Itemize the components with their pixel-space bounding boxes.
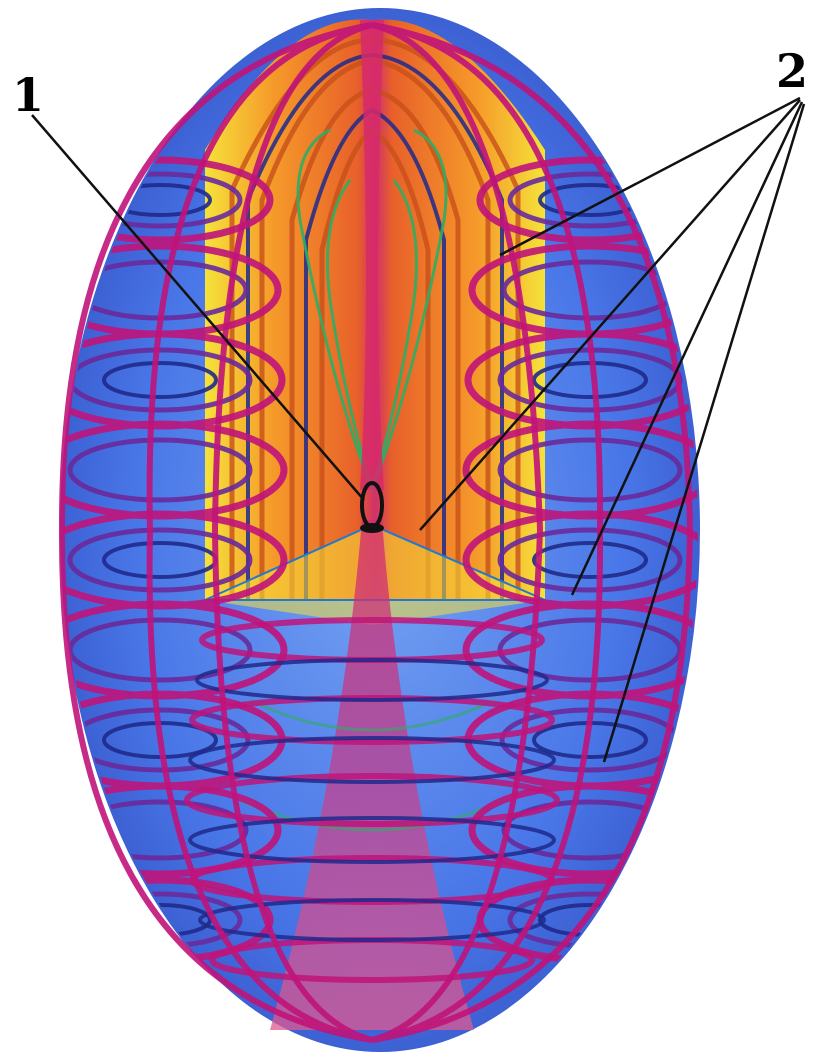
callout-label-1: 1 [12,72,44,118]
inner-cutaway [205,19,545,600]
callout-label-2: 2 [776,48,808,94]
